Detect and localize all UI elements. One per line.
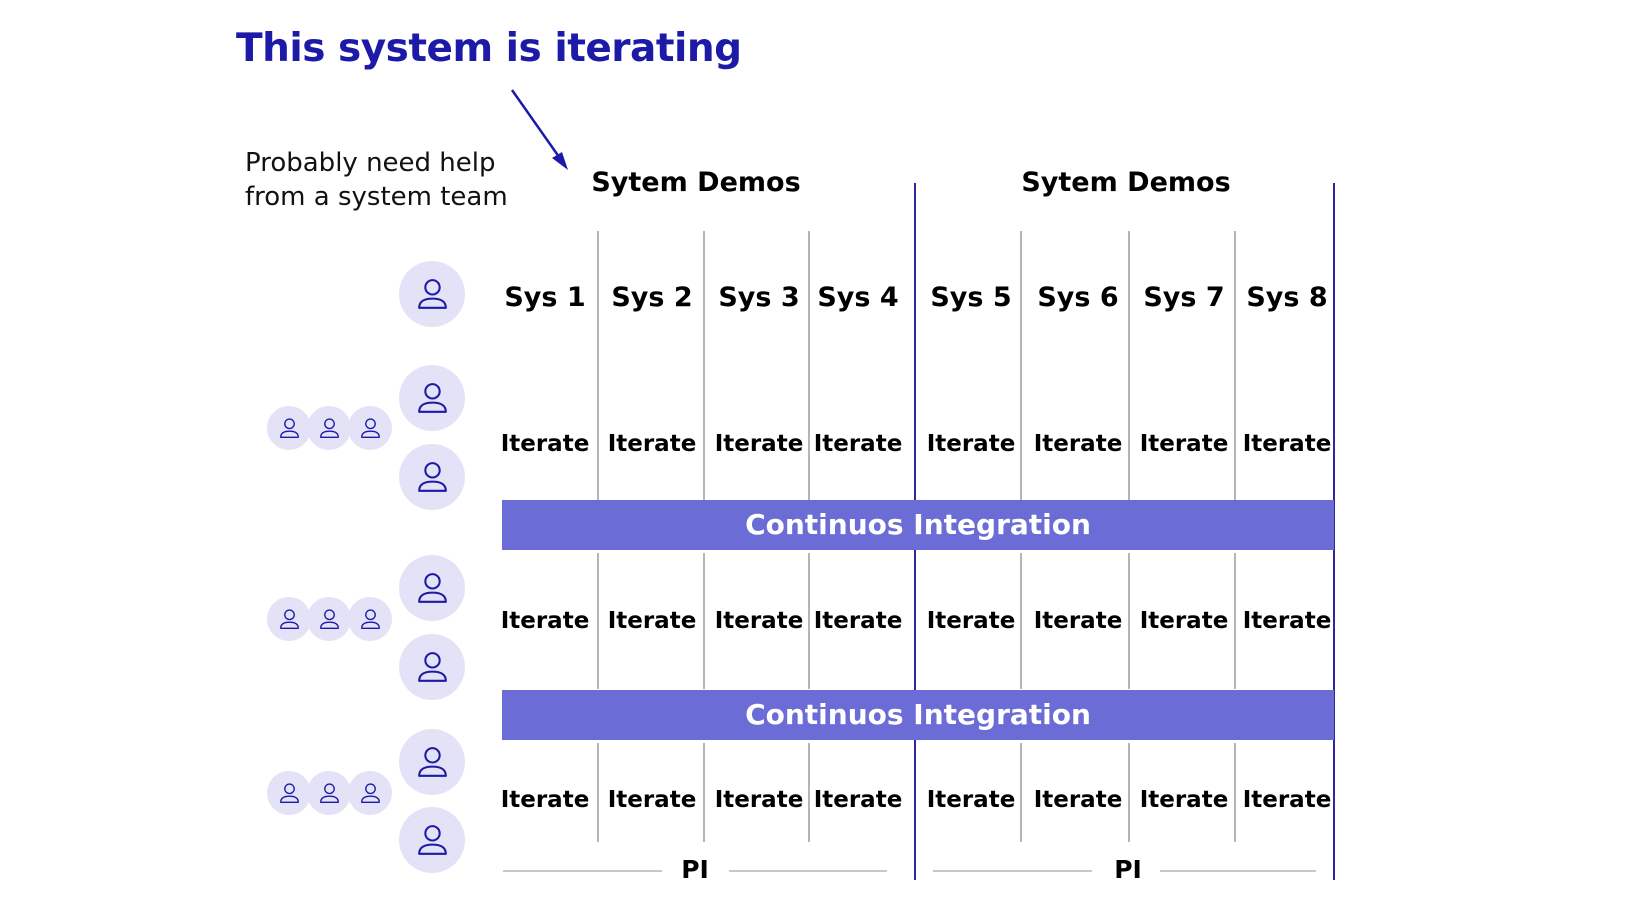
column-divider <box>1234 553 1236 689</box>
continuous-integration-band: Continuos Integration <box>502 500 1334 550</box>
system-column-header: Sys 7 <box>1143 282 1225 313</box>
system-demos-label-1: Sytem Demos <box>591 167 801 198</box>
iterate-label: Iterate <box>926 787 1016 813</box>
person-icon <box>357 606 384 633</box>
iterate-label: Iterate <box>1033 431 1123 457</box>
person-icon <box>412 457 453 498</box>
iterate-label: Iterate <box>813 787 903 813</box>
team-group-avatar <box>348 406 392 450</box>
pi-span-line <box>933 870 1092 872</box>
team-group-avatar <box>348 597 392 641</box>
column-divider <box>703 553 705 689</box>
arrow-icon <box>510 89 568 170</box>
iterate-label: Iterate <box>714 431 804 457</box>
pi-span-line <box>729 870 887 872</box>
system-column-header: Sys 3 <box>718 282 800 313</box>
column-divider <box>1128 553 1130 689</box>
team-group-avatar <box>267 406 311 450</box>
pi-boundary-line <box>1333 183 1335 880</box>
person-icon <box>412 378 453 419</box>
column-divider <box>1234 231 1236 500</box>
system-column-header: Sys 6 <box>1037 282 1119 313</box>
system-demos-label-2: Sytem Demos <box>1021 167 1231 198</box>
system-column-header: Sys 4 <box>817 282 899 313</box>
team-member-avatar <box>399 365 465 431</box>
column-divider <box>1128 231 1130 500</box>
column-divider <box>1128 743 1130 842</box>
column-divider <box>703 743 705 842</box>
iterate-label: Iterate <box>1139 431 1229 457</box>
team-group-avatar <box>307 597 351 641</box>
team-member-avatar <box>399 807 465 873</box>
team-group-avatar <box>267 771 311 815</box>
person-icon <box>357 415 384 442</box>
team-group-avatar <box>348 771 392 815</box>
system-team-note: Probably need help from a system team <box>245 146 508 214</box>
column-divider <box>808 553 810 689</box>
person-icon <box>412 820 453 861</box>
pi-span-line <box>503 870 662 872</box>
pi-label: PI <box>1114 855 1142 884</box>
column-divider <box>597 553 599 689</box>
iterate-label: Iterate <box>1139 608 1229 634</box>
team-group-avatar <box>307 771 351 815</box>
note-line-1: Probably need help <box>245 148 496 178</box>
column-divider <box>1020 743 1022 842</box>
person-icon <box>412 647 453 688</box>
iterate-label: Iterate <box>813 608 903 634</box>
iterate-label: Iterate <box>500 608 590 634</box>
team-member-avatar <box>399 634 465 700</box>
diagram-title: This system is iterating <box>236 26 742 71</box>
person-icon <box>276 606 303 633</box>
system-column-header: Sys 5 <box>930 282 1012 313</box>
person-icon <box>412 742 453 783</box>
column-divider <box>808 231 810 500</box>
iterate-label: Iterate <box>607 787 697 813</box>
team-group-avatar <box>267 597 311 641</box>
pi-label: PI <box>681 855 709 884</box>
system-column-header: Sys 1 <box>504 282 586 313</box>
team-group-avatar <box>307 406 351 450</box>
continuous-integration-band: Continuos Integration <box>502 690 1334 740</box>
column-divider <box>1020 553 1022 689</box>
person-icon <box>412 568 453 609</box>
iterate-label: Iterate <box>1242 787 1332 813</box>
iterate-label: Iterate <box>1139 787 1229 813</box>
team-member-avatar <box>399 555 465 621</box>
team-member-avatar <box>399 261 465 327</box>
person-icon <box>357 780 384 807</box>
iterate-label: Iterate <box>926 431 1016 457</box>
iterate-label: Iterate <box>607 608 697 634</box>
iterate-label: Iterate <box>500 787 590 813</box>
column-divider <box>1234 743 1236 842</box>
team-member-avatar <box>399 444 465 510</box>
person-icon <box>316 415 343 442</box>
iterate-label: Iterate <box>714 787 804 813</box>
iterate-label: Iterate <box>1242 608 1332 634</box>
team-member-avatar <box>399 729 465 795</box>
column-divider <box>597 231 599 500</box>
column-divider <box>808 743 810 842</box>
person-icon <box>276 780 303 807</box>
person-icon <box>412 274 453 315</box>
note-line-2: from a system team <box>245 182 508 212</box>
iterate-label: Iterate <box>500 431 590 457</box>
system-column-header: Sys 8 <box>1246 282 1328 313</box>
system-column-header: Sys 2 <box>611 282 693 313</box>
iterate-label: Iterate <box>1242 431 1332 457</box>
column-divider <box>597 743 599 842</box>
person-icon <box>276 415 303 442</box>
person-icon <box>316 606 343 633</box>
iterate-label: Iterate <box>714 608 804 634</box>
column-divider <box>703 231 705 500</box>
iterate-label: Iterate <box>1033 787 1123 813</box>
column-divider <box>1020 231 1022 500</box>
iterate-label: Iterate <box>607 431 697 457</box>
iterate-label: Iterate <box>926 608 1016 634</box>
pi-span-line <box>1160 870 1316 872</box>
person-icon <box>316 780 343 807</box>
iterate-label: Iterate <box>1033 608 1123 634</box>
iterate-label: Iterate <box>813 431 903 457</box>
